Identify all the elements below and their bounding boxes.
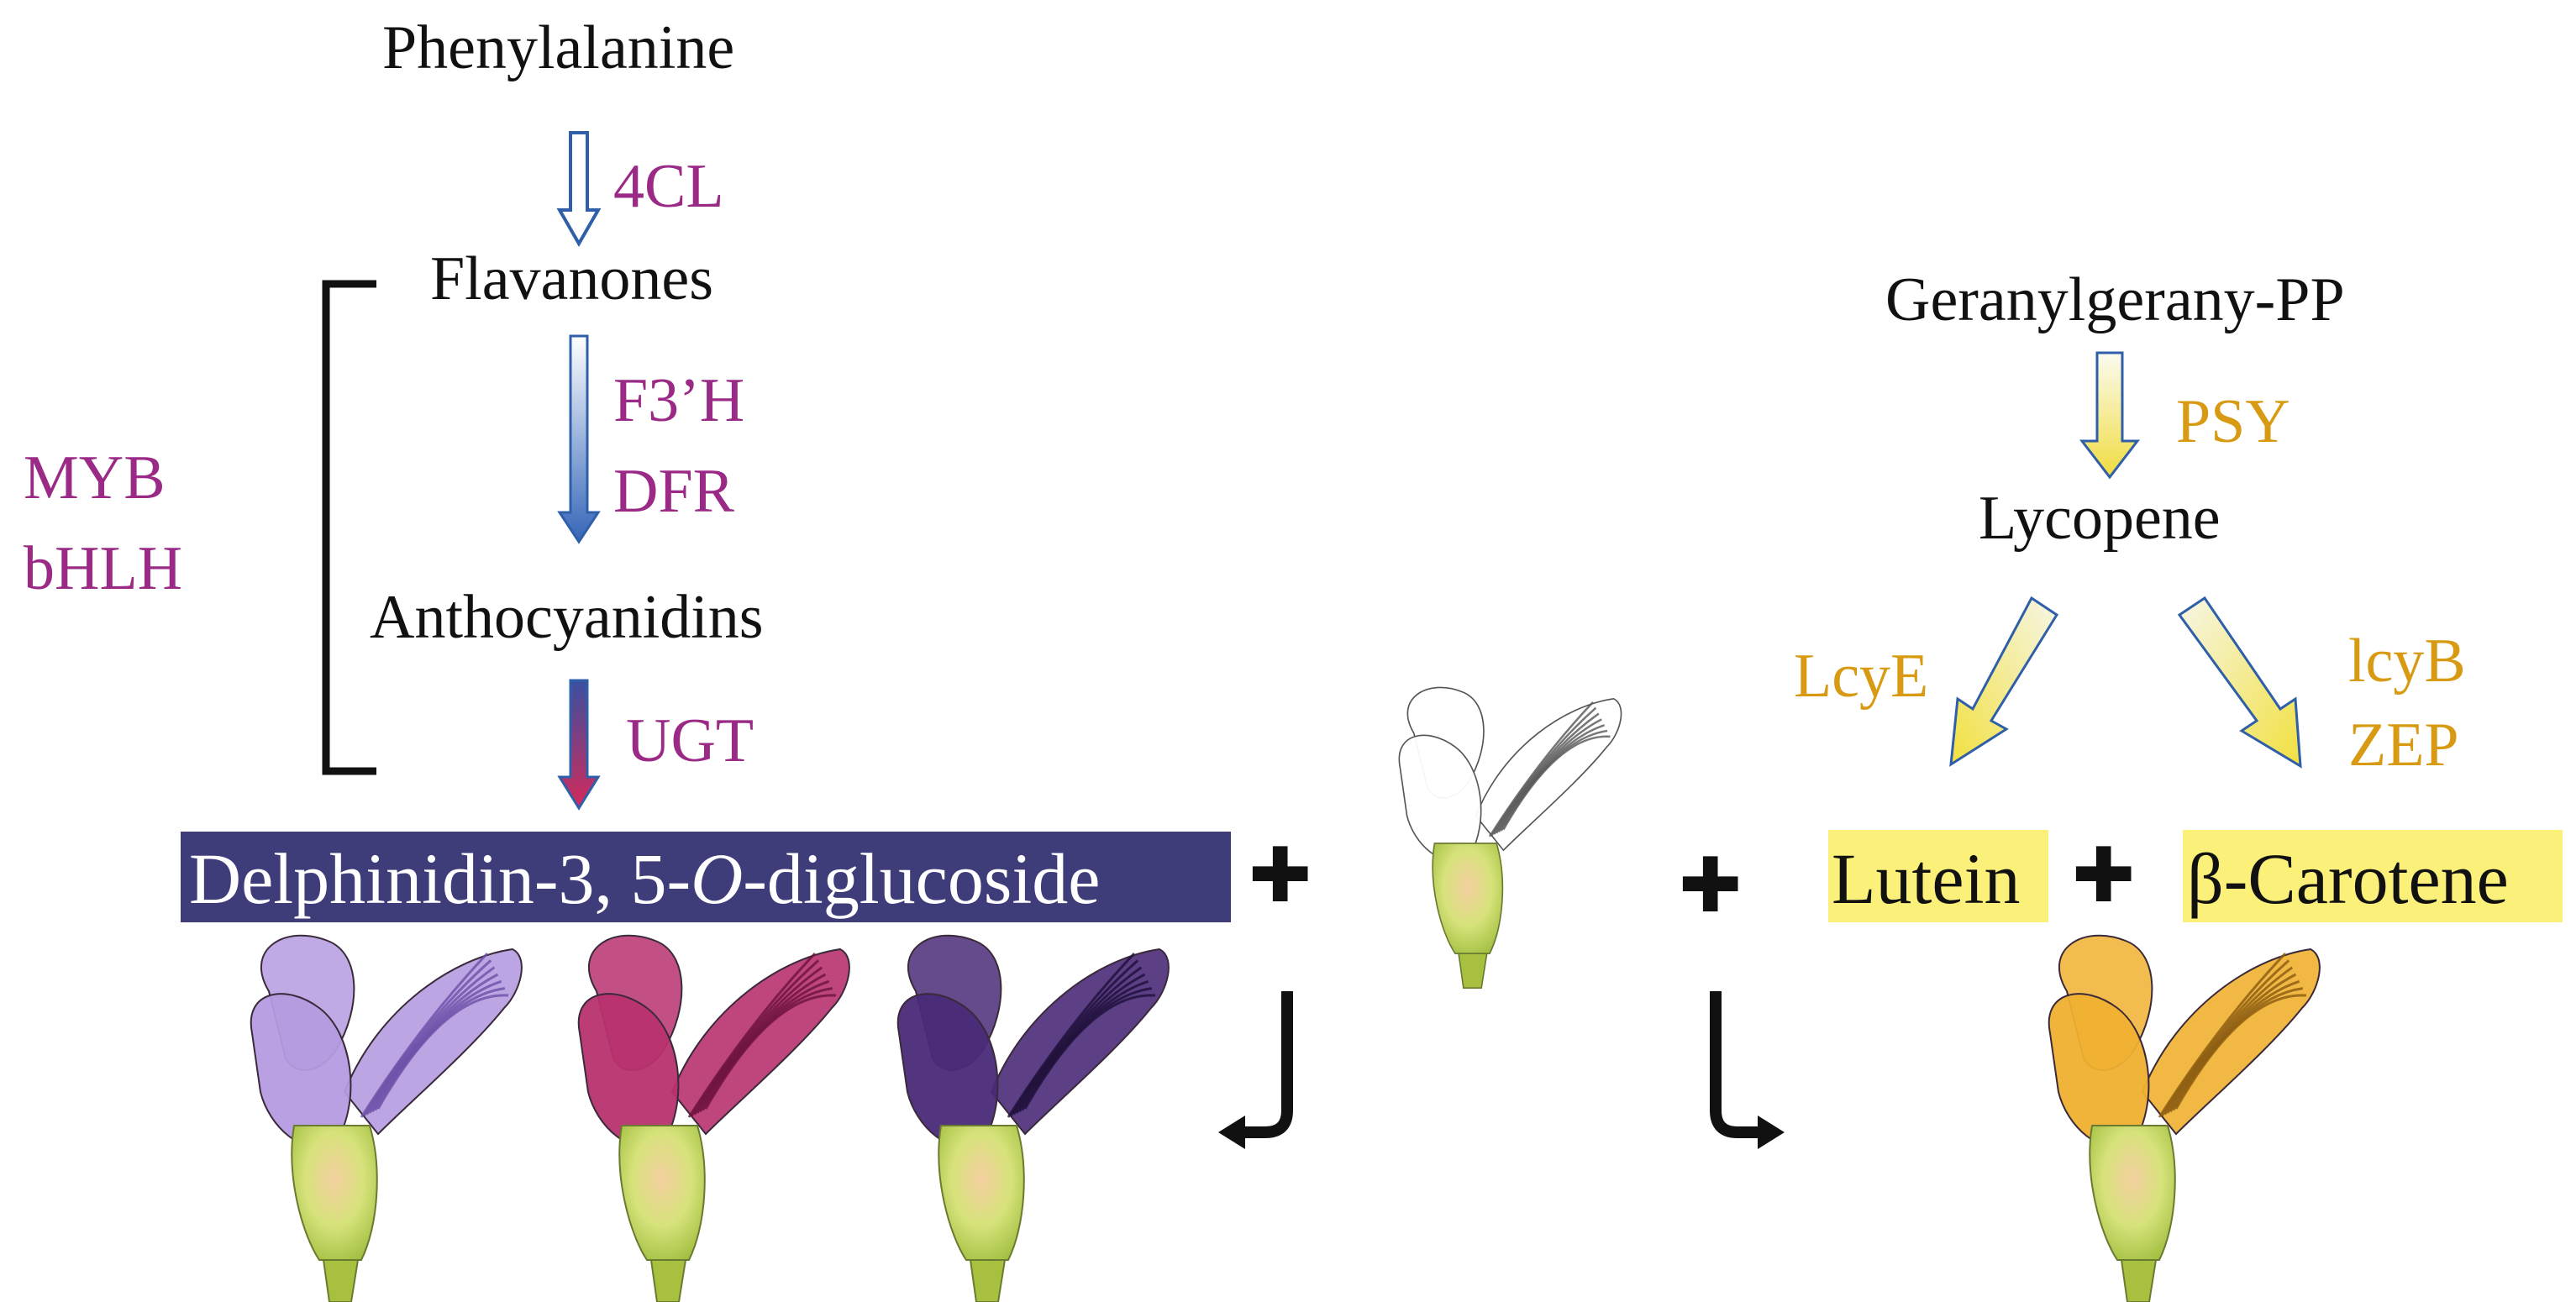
compound-ggpp: Geranylgerany-PP (1885, 265, 2345, 334)
hook-arrow-right (1710, 991, 1785, 1149)
compound-carotene: β-Carotene (2187, 838, 2509, 919)
regulator-myb: MYB (24, 444, 166, 512)
enzyme-lcyb: lcyB (2348, 627, 2466, 696)
delphinidin-highlight (181, 832, 1231, 922)
arrow-flavanones-to-anthocyanidins (557, 334, 601, 544)
delphinidin-name-part: Delphinidin-3, 5- (189, 838, 691, 919)
magenta-flower (577, 934, 850, 1302)
compound-lycopene: Lycopene (1979, 484, 2221, 553)
enzyme-psy: PSY (2176, 387, 2290, 456)
arrow-phenylalanine-to-flavanones (556, 131, 602, 248)
compound-anthocyanidins: Anthocyanidins (370, 583, 764, 652)
flowers-layer (250, 686, 2321, 1302)
light-purple-flower (250, 934, 523, 1302)
plus-sign-2: ✚ (1679, 842, 1743, 930)
compound-flavanones: Flavanones (430, 244, 714, 313)
delphinidin-italic-o: O (691, 838, 744, 919)
enzyme-ugt: UGT (626, 706, 754, 775)
delphinidin-name-tail: -diglucoside (743, 838, 1101, 919)
enzyme-lcye: LcyE (1794, 642, 1929, 711)
dark-violet-flower (896, 934, 1170, 1302)
arrow-ggpp-to-lycopene (2079, 351, 2141, 480)
compound-lutein: Lutein (1832, 838, 2021, 919)
enzyme-f3h: F3’H (613, 366, 745, 435)
enzyme-4cl: 4CL (613, 152, 724, 221)
carotene-highlight (2183, 830, 2563, 922)
arrow-lycopene-to-carotene (2177, 596, 2302, 769)
hook-arrow-left (1218, 991, 1293, 1149)
compound-delphinidin: Delphinidin-3, 5-O-diglucoside (189, 843, 1100, 915)
regulation-bracket (322, 280, 376, 775)
plus-sign-1: ✚ (1249, 832, 1312, 920)
arrow-lycopene-to-lutein (1949, 596, 2059, 767)
enzyme-zep: ZEP (2348, 711, 2459, 780)
arrow-anthocyanidins-to-delphinidin (557, 679, 601, 811)
yellow-orange-flower (2048, 934, 2321, 1302)
lutein-highlight (1828, 830, 2048, 922)
white-flower (1398, 686, 1622, 990)
enzyme-dfr: DFR (613, 457, 734, 526)
compound-phenylalanine: Phenylalanine (382, 13, 735, 82)
regulator-bhlh: bHLH (24, 534, 183, 603)
plus-sign-3: ✚ (2072, 832, 2136, 920)
